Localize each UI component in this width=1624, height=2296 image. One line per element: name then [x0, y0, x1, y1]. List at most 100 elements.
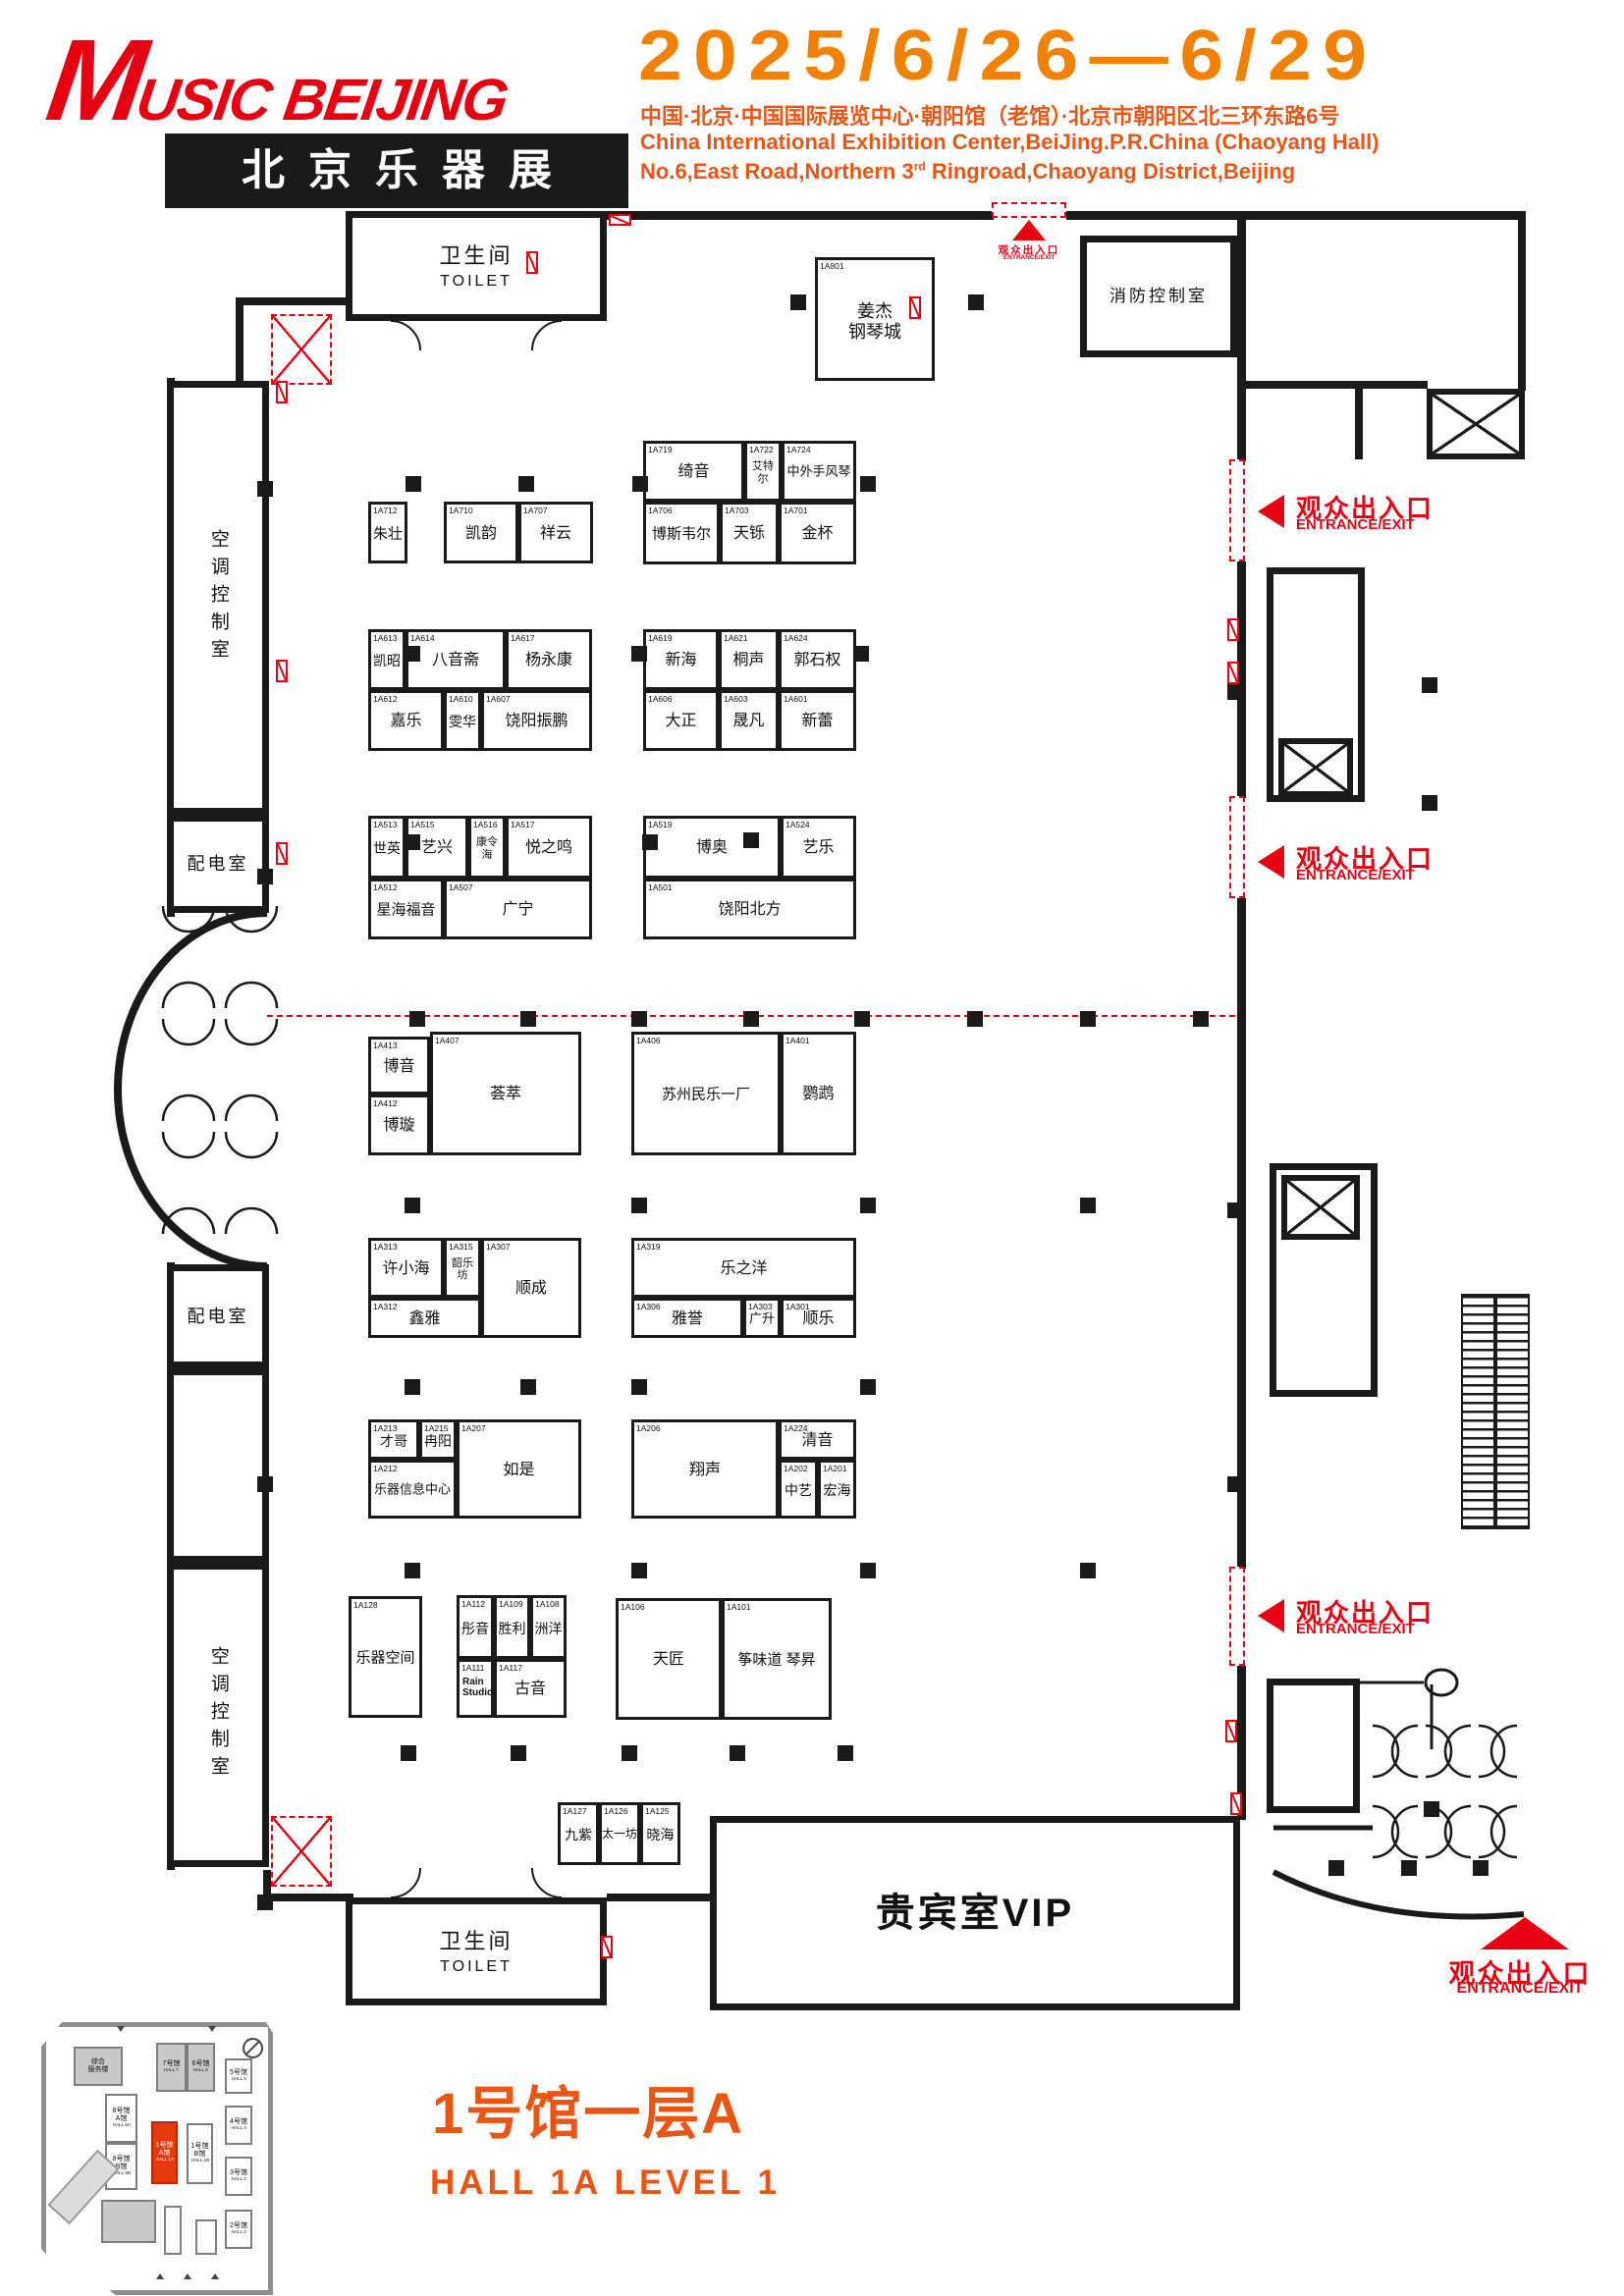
address-cn: 中国·北京·中国国际展览中心·朝阳馆（老馆）·北京市朝阳区北三环东路6号 — [640, 104, 1340, 129]
booth-name: 许小海 — [382, 1259, 430, 1277]
toilet-bottom-label: 卫生间 — [439, 1928, 514, 1953]
booth-id: 1A307 — [486, 1242, 511, 1252]
structural-column — [406, 476, 421, 492]
structural-column — [409, 1011, 425, 1027]
booth-name: 翔声 — [688, 1461, 721, 1478]
gate-arrow-icon — [208, 2026, 216, 2032]
elevator-shaft — [1427, 389, 1525, 459]
structural-column — [860, 1198, 876, 1213]
booth-id: 1A707 — [523, 506, 548, 515]
booth-id: 1A614 — [410, 633, 435, 643]
booth-name: 朱壮 — [372, 524, 403, 542]
minimap-hall-cn: 1号馆 B馆 — [190, 2143, 209, 2159]
structural-column — [518, 476, 534, 492]
booth-id: 1A513 — [373, 820, 398, 829]
br-curved-wall — [1272, 1869, 1525, 1920]
booth-id: 1A712 — [373, 506, 398, 515]
structural-column — [405, 834, 420, 850]
booth-id: 1A212 — [373, 1464, 398, 1473]
booth-id: 1A406 — [636, 1036, 661, 1045]
booth-id: 1A722 — [749, 445, 774, 454]
booth-id: 1A117 — [499, 1663, 522, 1673]
ac-control-room-top-label: 空调控制室 — [207, 529, 229, 667]
fire-shutter-opening — [1229, 796, 1245, 898]
booth-name: 荟萃 — [489, 1085, 521, 1102]
entrance-label-cn: 观众出入口 — [998, 244, 1060, 256]
structural-column — [1227, 684, 1243, 700]
booth-id: 1A710 — [449, 506, 473, 515]
structural-column — [405, 1198, 420, 1213]
structural-column — [401, 1745, 416, 1761]
fire-hydrant-mark — [276, 842, 288, 865]
booth-name: 祥云 — [539, 524, 571, 542]
structural-column — [520, 1379, 536, 1395]
booth-id: 1A319 — [636, 1242, 661, 1252]
booth-name: 清音 — [801, 1431, 834, 1449]
booth-id: 1A621 — [724, 633, 748, 643]
booth-id: 1A401 — [785, 1036, 810, 1045]
fire-shutter-opening — [1229, 1567, 1245, 1666]
booth-id: 1A706 — [648, 506, 673, 515]
entrance-label-en: ENTRANCE/EXIT — [1456, 1980, 1584, 1997]
entrance-label-en: ENTRANCE/EXIT — [1002, 254, 1056, 261]
booth-name: 天铄 — [732, 524, 765, 542]
minimap-block — [164, 2206, 182, 2255]
structural-column — [730, 1745, 745, 1761]
structural-column — [1080, 1198, 1096, 1213]
booth-id: 1A519 — [648, 820, 673, 829]
booth-name: 胜利 — [498, 1620, 526, 1636]
vip-room-label: 贵宾室VIP — [875, 1892, 1075, 1935]
booth-name: 康令海 — [476, 835, 498, 861]
booth-name: 大正 — [665, 712, 697, 729]
booth-name: 绮音 — [677, 462, 710, 480]
wall-segment — [236, 297, 353, 305]
booth-name: 太一坊 — [602, 1826, 638, 1841]
booth-name: 世英 — [373, 839, 401, 856]
power-room-1: 配电室 — [167, 815, 269, 913]
entrance-label-en: ENTRANCE/EXIT — [1296, 867, 1415, 883]
booth-name: 姜杰 钢琴城 — [848, 300, 901, 342]
booth-id: 1A515 — [410, 820, 435, 829]
booth-1A707: 1A707 祥云 — [518, 502, 593, 563]
booth-id: 1A303 — [748, 1302, 773, 1311]
booth-id: 1A619 — [648, 633, 673, 643]
ordinal-superscript: rd — [913, 159, 926, 174]
toilet-bottom-label-en: TOILET — [440, 1958, 513, 1976]
booth-id: 1A501 — [648, 882, 673, 892]
toilet-top-label-en: TOILET — [440, 273, 513, 291]
booth-id: 1A201 — [823, 1464, 847, 1473]
hall-title-cn: 1号馆一层A — [432, 2082, 745, 2146]
structural-column — [257, 1895, 273, 1910]
minimap-hall-en: HALL 1A — [155, 2157, 174, 2163]
minimap-hall-cn: 8号馆 A馆 — [112, 2108, 131, 2123]
entrance-label-en: ENTRANCE/EXIT — [1296, 516, 1415, 533]
entrance-arrow-icon — [1258, 1599, 1284, 1632]
booth-id: 1A701 — [784, 506, 808, 515]
west-revolving-doors — [161, 905, 279, 1235]
booth-name: 金杯 — [801, 524, 834, 542]
wall-segment — [236, 297, 244, 386]
booth-id: 1A413 — [373, 1041, 398, 1050]
booth-name: 博斯韦尔 — [651, 525, 711, 543]
address-en-line2-text: No.6,East Road,Northern 3 — [640, 159, 914, 184]
booth-name: 宏海 — [823, 1481, 851, 1498]
west-entrance-arc-wall — [114, 909, 268, 1270]
